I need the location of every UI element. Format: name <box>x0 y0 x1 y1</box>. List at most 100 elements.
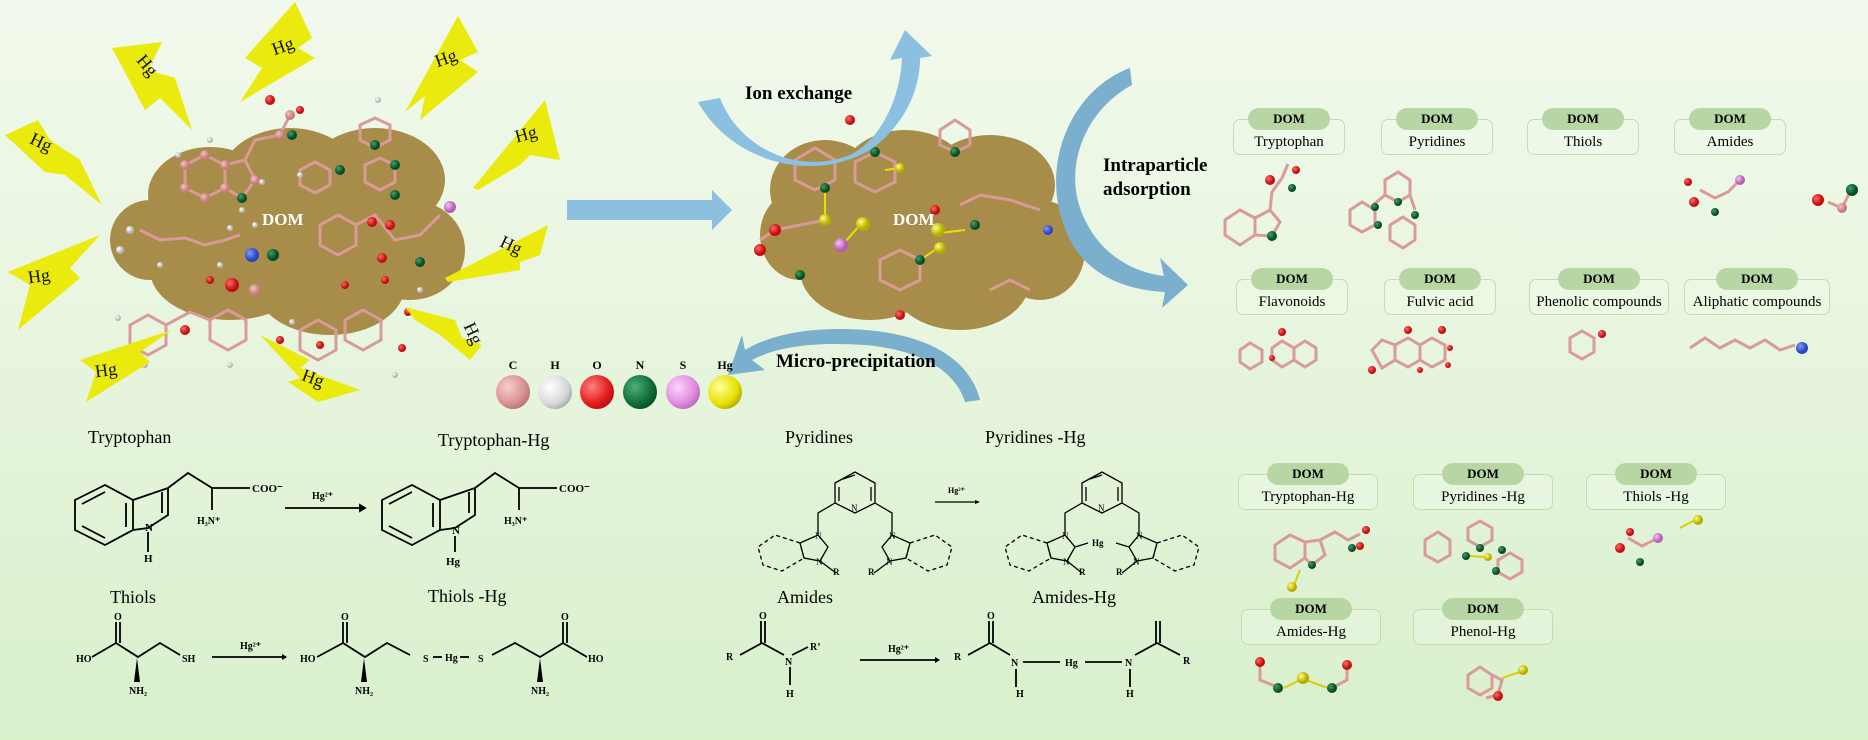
dom-tag: DOM <box>1270 598 1352 620</box>
tryptophan-hg-atom: Hg <box>446 556 461 568</box>
ion-exchange-label: Ion exchange <box>745 83 853 104</box>
rx-thiols-title: Thiols <box>110 587 157 607</box>
pyridine-hg-r-group: R <box>1116 567 1123 575</box>
thiols-hg-s2-atom: S <box>478 654 484 665</box>
rx-tryptophan-hg-title: Tryptophan-Hg <box>438 430 550 450</box>
thiols-hg-s-atom: S <box>423 654 429 665</box>
pyridine-hg-n-atom: N <box>1136 531 1143 541</box>
dom-tag: DOM <box>1267 463 1349 485</box>
hg-card-amides-hg: DOM Amides-Hg <box>1241 598 1381 645</box>
legend-label-o: O <box>592 358 602 372</box>
dom-component-molecules <box>1223 163 1858 374</box>
reaction-reagent: Hg²⁺ <box>888 644 909 655</box>
legend-label-c: C <box>508 358 518 372</box>
dom-tag: DOM <box>1558 268 1640 290</box>
tryptophan-n-atom: N <box>145 522 153 534</box>
amides-r-group: R <box>726 652 734 663</box>
hg-card-label: Thiols -Hg <box>1623 489 1689 505</box>
amides-hg-h-atom: H <box>1016 689 1024 700</box>
thiols-hg-nh2b-group: NH₂ <box>531 686 549 697</box>
pyridine-n-atom: N <box>816 557 823 567</box>
legend-label-hg: Hg <box>717 358 733 372</box>
amides-h-atom: H <box>786 689 794 700</box>
pyridine-n-atom: N <box>851 503 858 513</box>
tryptophan-coo: COO⁻ <box>252 483 283 495</box>
pyridine-n-atom: N <box>889 531 896 541</box>
thiols-o-atom: O <box>114 612 122 623</box>
hg-card-phenol-hg: DOM Phenol-Hg <box>1413 598 1553 645</box>
pyridine-hg-n-atom: N <box>1062 531 1069 541</box>
process-arrow <box>567 190 732 230</box>
dom-card-amides: DOM Amides <box>1674 108 1786 155</box>
thiols-hg-o2-atom: O <box>561 612 569 623</box>
thiols-reaction: O HO SH NH₂ Hg²⁺ O HO S Hg S NH₂ O HO NH… <box>76 612 604 697</box>
dom-card-phenolic-compounds: DOM Phenolic compounds <box>1529 268 1669 315</box>
thiols-ho-group: HO <box>76 654 92 665</box>
dom-tag: DOM <box>1542 108 1624 130</box>
dom-tag: DOM <box>1689 108 1771 130</box>
pyridine-r-group: R <box>868 567 875 575</box>
dom-card-label: Fulvic acid <box>1406 294 1474 310</box>
thiols-nh2-group: NH₂ <box>129 686 147 697</box>
thiols-hg-ho2-group: HO <box>588 654 604 665</box>
rx-tryptophan-title: Tryptophan <box>88 427 172 447</box>
hg-bolt-label: Hg <box>26 264 52 288</box>
pyridine-hg-n-atom: N <box>1133 557 1140 567</box>
dom-card-fulvic-acid: DOM Fulvic acid <box>1384 268 1496 315</box>
hg-bolt-label: Hg <box>93 358 119 382</box>
dom-card-label: Pyridines <box>1408 134 1466 150</box>
reaction-reagent: Hg²⁺ <box>948 486 965 495</box>
hg-card-pyridines-hg: DOM Pyridines -Hg <box>1413 463 1553 510</box>
amides-reaction: O R N R’ H Hg²⁺ O R N H Hg N H R <box>726 611 1191 700</box>
amides-hg-r2-group: R <box>1183 656 1191 667</box>
dom-tag: DOM <box>1716 268 1798 290</box>
pyridine-hg-atom: Hg <box>1092 538 1104 548</box>
atom-ball-s <box>666 375 700 409</box>
pyridine-hg-n-atom: N <box>1098 503 1105 513</box>
intraparticle-label-line1: Intraparticle <box>1103 155 1208 176</box>
amides-o-atom: O <box>759 611 767 622</box>
amides-hg-atom: Hg <box>1065 658 1078 669</box>
reaction-reagent: Hg²⁺ <box>312 491 333 502</box>
tryptophan-reaction: N H COO⁻ H₃N⁺ Hg²⁺ N Hg COO⁻ H₃N⁺ <box>74 471 590 568</box>
atom-ball-hg <box>708 375 742 409</box>
dom-tag: DOM <box>1396 108 1478 130</box>
dom-cloud <box>760 130 1085 330</box>
dom-card-label: Aliphatic compounds <box>1692 294 1822 310</box>
tryptophan-h-atom: H <box>144 553 153 565</box>
legend-label-h: H <box>550 358 560 372</box>
tryptophan-hg-amine: H₃N⁺ <box>504 516 527 527</box>
dom-tag: DOM <box>1399 268 1481 290</box>
dom-tag: DOM <box>1248 108 1330 130</box>
atom-ball-h <box>538 375 572 409</box>
pyridine-hg-r-group: R <box>1079 567 1086 575</box>
micro-precipitation-label: Micro-precipitation <box>776 351 936 372</box>
dom-cloud <box>110 128 465 335</box>
thiols-hg-nh2-group: NH₂ <box>355 686 373 697</box>
atom-ball-n <box>623 375 657 409</box>
hg-complex-molecules <box>1255 515 1703 701</box>
thiols-hg-o-atom: O <box>341 612 349 623</box>
rx-pyridines-title: Pyridines <box>785 427 854 447</box>
atom-ball-c <box>496 375 530 409</box>
center-dom-label: DOM <box>893 210 935 229</box>
intraparticle-label-line2: adsorption <box>1103 179 1191 200</box>
hg-card-label: Pyridines -Hg <box>1441 489 1525 505</box>
dom-card-thiols: DOM Thiols <box>1527 108 1639 155</box>
tryptophan-hg-n-atom: N <box>452 525 460 537</box>
amides-hg-n2-atom: N <box>1125 658 1133 669</box>
hg-card-thiols-hg: DOM Thiols -Hg <box>1586 463 1726 510</box>
pyridine-r-group: R <box>833 567 840 575</box>
dom-card-pyridines: DOM Pyridines <box>1381 108 1493 155</box>
dom-card-label: Flavonoids <box>1258 294 1326 310</box>
hg-card-tryptophan-hg: DOM Tryptophan-Hg <box>1238 463 1378 510</box>
dom-card-flavonoids: DOM Flavonoids <box>1236 268 1348 315</box>
dom-card-label: Phenolic compounds <box>1536 294 1662 310</box>
pyridine-n-atom: N <box>815 531 822 541</box>
amides-hg-h2-atom: H <box>1126 689 1134 700</box>
rx-amides-title: Amides <box>777 587 833 607</box>
rx-thiols-hg-title: Thiols -Hg <box>428 586 507 606</box>
hg-card-label: Tryptophan-Hg <box>1261 489 1355 505</box>
dom-card-aliphatic-compounds: DOM Aliphatic compounds <box>1684 268 1830 315</box>
reaction-reagent: Hg²⁺ <box>240 641 261 652</box>
